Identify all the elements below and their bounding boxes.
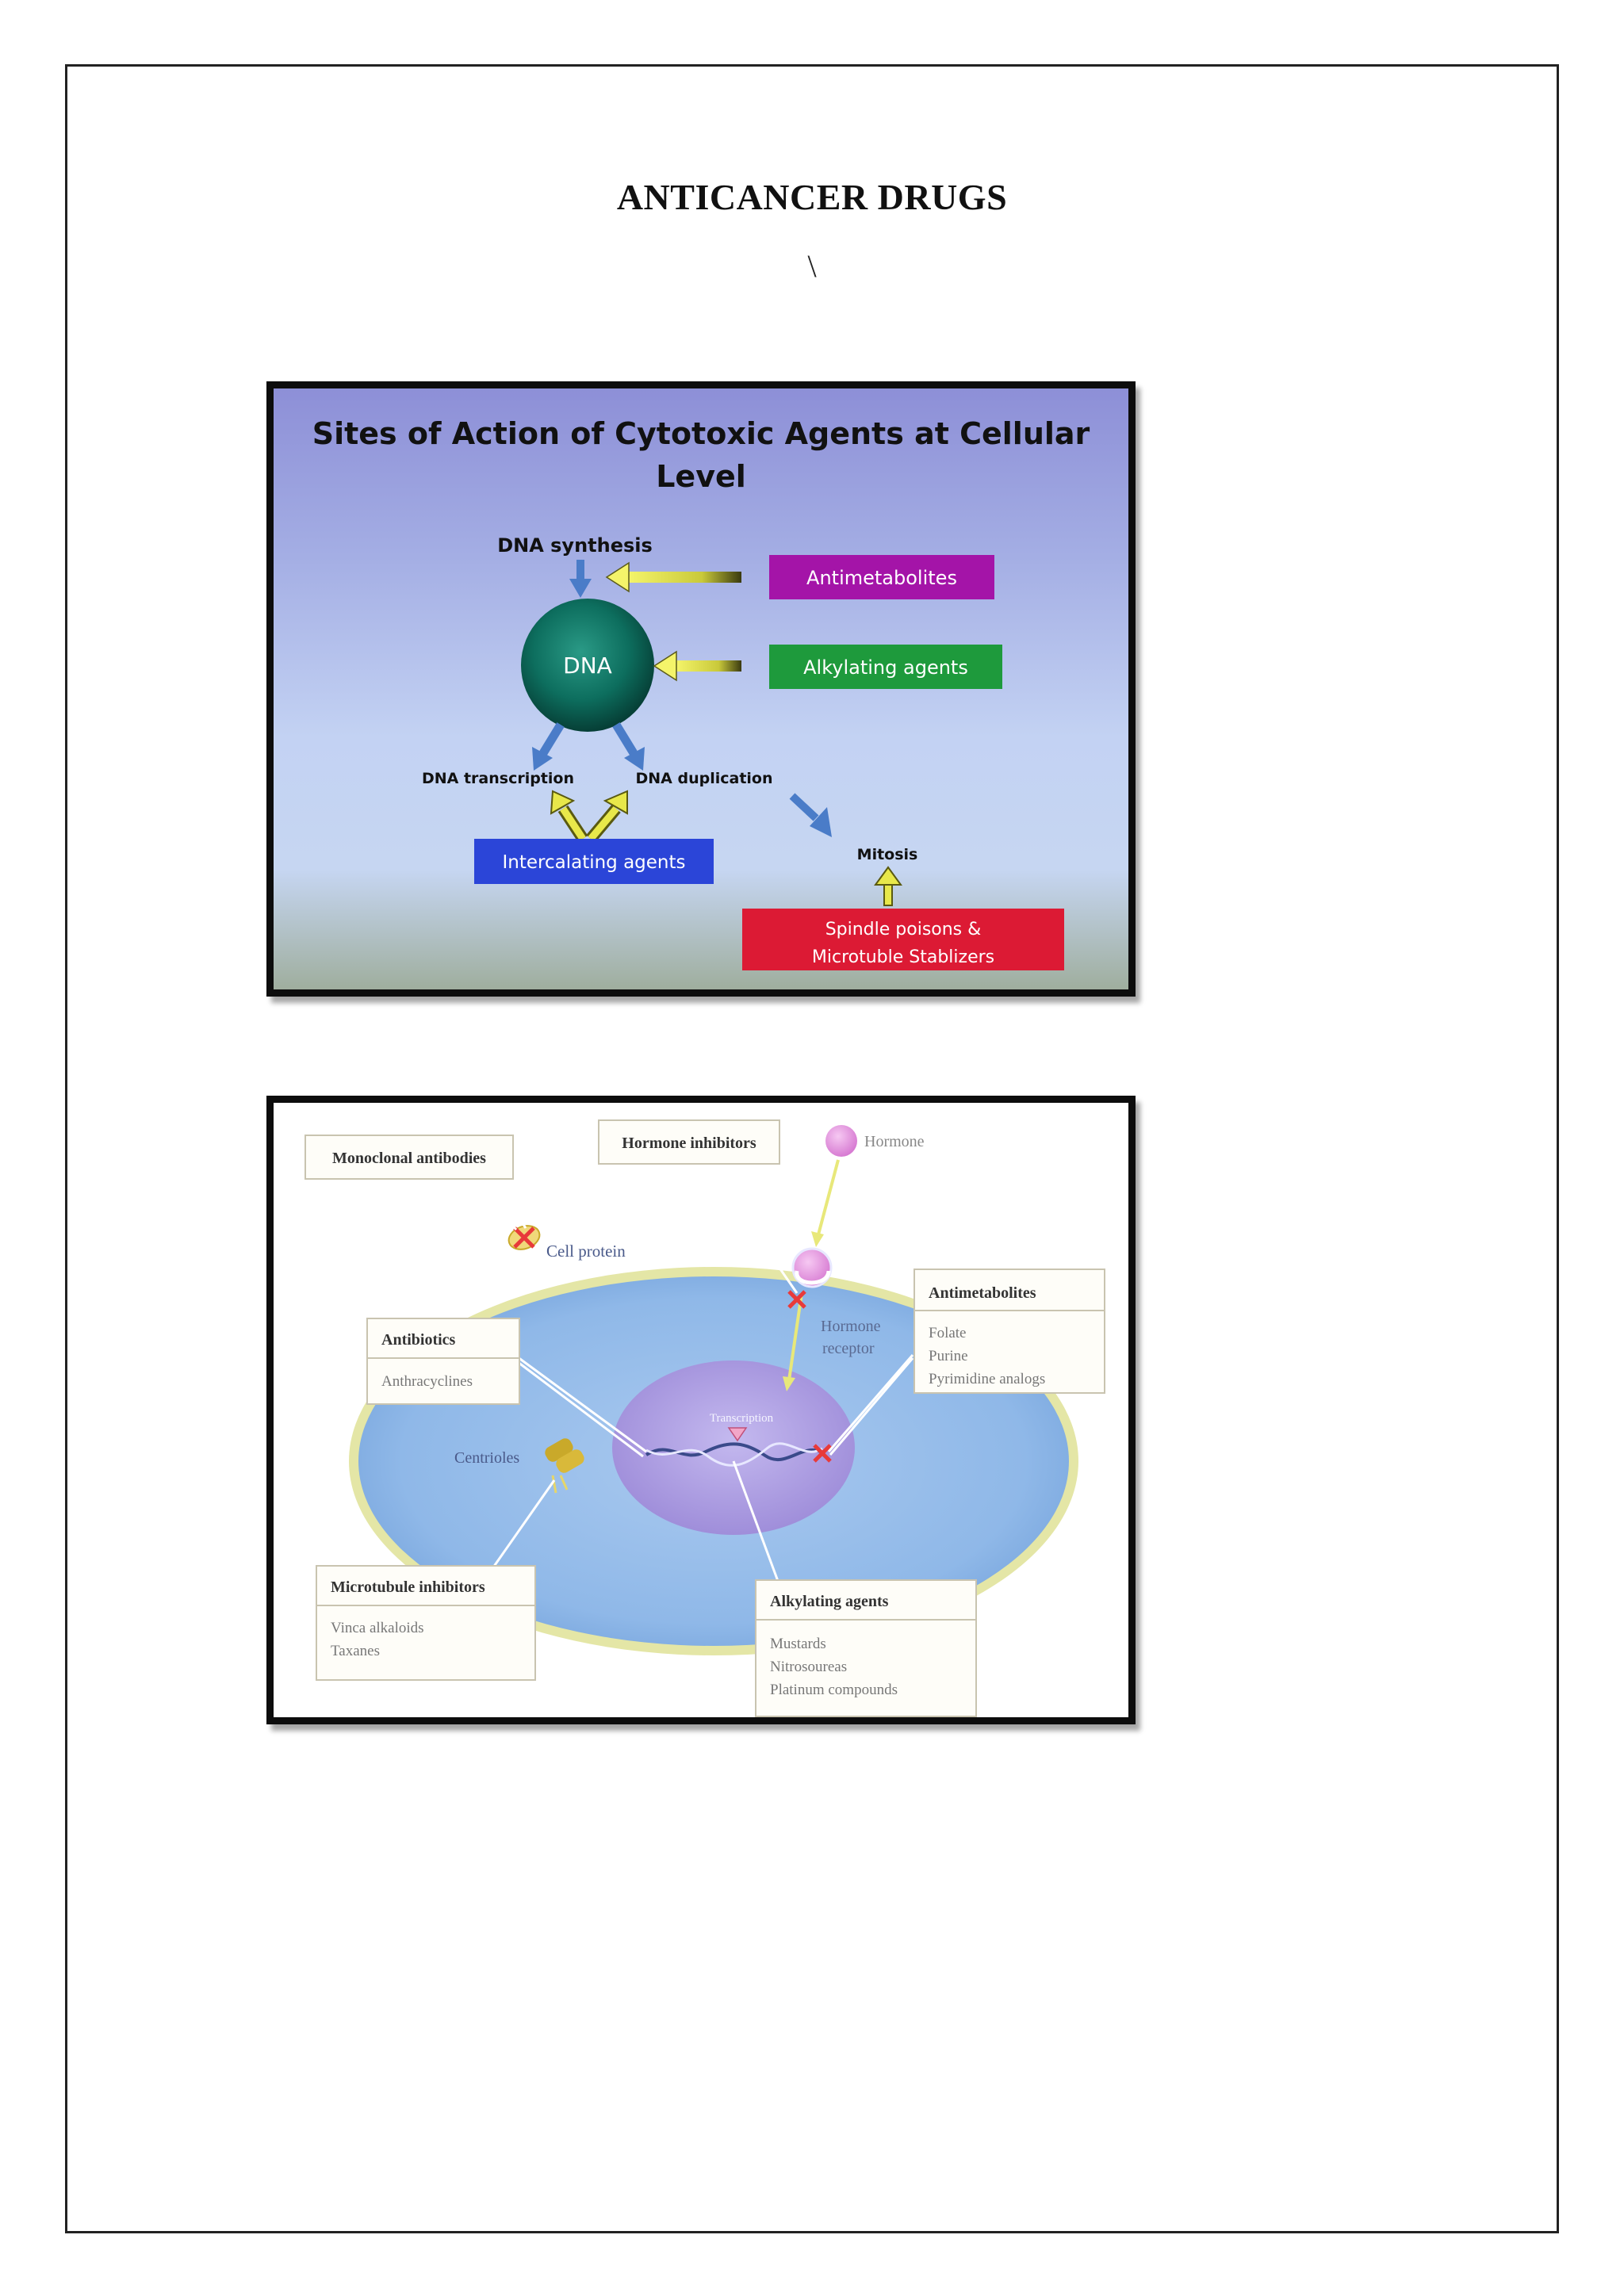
- label-dna-duplication: DNA duplication: [635, 770, 772, 787]
- hormone-icon: [825, 1125, 857, 1157]
- antimetabolites-item: Pyrimidine analogs: [929, 1371, 1045, 1387]
- sites-of-action-slide: Sites of Action of Cytotoxic Agents at C…: [266, 381, 1136, 997]
- antimetabolites-box: Antimetabolites: [769, 555, 994, 599]
- centrioles-icon: [545, 1438, 584, 1494]
- hormone-inhibitors-label: Hormone inhibitors: [622, 1135, 756, 1152]
- cell-sites-diagram: Transcription Hormone Hormone receptor C…: [304, 1119, 1105, 1717]
- spindle-label-line1: Spindle poisons &: [825, 920, 982, 939]
- label-dna-transcription: DNA transcription: [422, 770, 574, 787]
- intercalating-agents-label: Intercalating agents: [502, 852, 685, 873]
- antimetabolites-title: Antimetabolites: [929, 1284, 1036, 1302]
- monoclonal-antibodies-box: Monoclonal antibodies: [304, 1135, 514, 1180]
- page-title: ANTICANCER DRUGS: [616, 177, 1008, 217]
- alkylating-item: Mustards: [770, 1636, 826, 1652]
- hormone-receptor-icon: [791, 1247, 833, 1288]
- arrow-antimetabolites: [605, 561, 741, 593]
- microtubule-item: Taxanes: [331, 1643, 380, 1659]
- slide-title-line1: Sites of Action of Cytotoxic Agents at C…: [312, 416, 1090, 451]
- label-transcription: Transcription: [710, 1412, 774, 1425]
- label-hormone-receptor-1: Hormone: [821, 1318, 881, 1335]
- hormone-inhibitors-box: Hormone inhibitors: [598, 1119, 780, 1165]
- cell-sites-figure: Transcription Hormone Hormone receptor C…: [266, 1096, 1136, 1724]
- page-border: [65, 64, 1559, 2233]
- alkylating-item: Platinum compounds: [770, 1682, 898, 1698]
- dna-strand-icon: [645, 1442, 823, 1467]
- nucleus: [612, 1360, 855, 1535]
- arrow-intercalating-up: [550, 790, 628, 843]
- alkylating-agents-label: Alkylating agents: [803, 656, 968, 679]
- spindle-poisons-box: Spindle poisons & Microtuble Stablizers: [742, 909, 1064, 970]
- antimetabolites-item: Folate: [929, 1325, 967, 1341]
- arrow-dna-to-transcription: [532, 722, 565, 771]
- alkylating-item: Nitrosoureas: [770, 1659, 847, 1675]
- antimetabolites-item: Purine: [929, 1348, 968, 1364]
- alkylating-title: Alkylating agents: [770, 1593, 889, 1610]
- sites-of-action-diagram: Sites of Action of Cytotoxic Agents at C…: [312, 416, 1090, 970]
- label-hormone-receptor-2: receptor: [822, 1340, 875, 1357]
- arrow-dna-to-duplication: [612, 722, 645, 771]
- arrow-spindle-to-mitosis: [874, 866, 902, 906]
- antibiotics-title: Antibiotics: [381, 1331, 456, 1349]
- antibiotics-item: Anthracyclines: [381, 1373, 473, 1390]
- microtubule-item: Vinca alkaloids: [331, 1620, 424, 1636]
- monoclonal-label: Monoclonal antibodies: [332, 1150, 486, 1167]
- hormone-arrow: [816, 1159, 840, 1238]
- inhibit-x-icon: [513, 1226, 535, 1249]
- arrow-synthesis-to-dna: [569, 560, 592, 598]
- label-mitosis: Mitosis: [857, 846, 918, 863]
- alkylating-agents-box: Alkylating agents: [769, 645, 1002, 689]
- slide-title-line2: Level: [656, 459, 746, 494]
- transcription-marker-icon: [727, 1427, 748, 1442]
- label-cell-protein: Cell protein: [546, 1242, 626, 1261]
- dna-sphere: DNA: [521, 599, 654, 732]
- dna-label: DNA: [563, 652, 612, 679]
- intercalating-agents-box: Intercalating agents: [474, 839, 714, 884]
- inhibit-x-icon: [787, 1290, 806, 1309]
- alkylating-agents-box: Alkylating agents Mustards Nitrosoureas …: [755, 1579, 977, 1717]
- antibiotics-box: Antibiotics Anthracyclines: [366, 1318, 520, 1405]
- pointer-lines: [461, 1153, 914, 1590]
- arrow-duplication-to-mitosis: [789, 793, 832, 837]
- receptor-arrow: [787, 1292, 803, 1381]
- inhibit-x-icon: [813, 1444, 832, 1463]
- arrow-alkylating: [653, 650, 741, 682]
- microtubule-inhibitors-box: Microtubule inhibitors Vinca alkaloids T…: [316, 1565, 536, 1681]
- label-hormone: Hormone: [864, 1133, 925, 1150]
- label-dna-synthesis: DNA synthesis: [497, 534, 653, 557]
- microtubule-title: Microtubule inhibitors: [331, 1578, 485, 1596]
- stray-backslash: \: [807, 248, 817, 284]
- label-centrioles: Centrioles: [454, 1449, 519, 1467]
- antimetabolites-box: Antimetabolites Folate Purine Pyrimidine…: [914, 1269, 1105, 1394]
- spindle-label-line2: Microtuble Stablizers: [812, 947, 994, 967]
- antimetabolites-label: Antimetabolites: [806, 567, 957, 589]
